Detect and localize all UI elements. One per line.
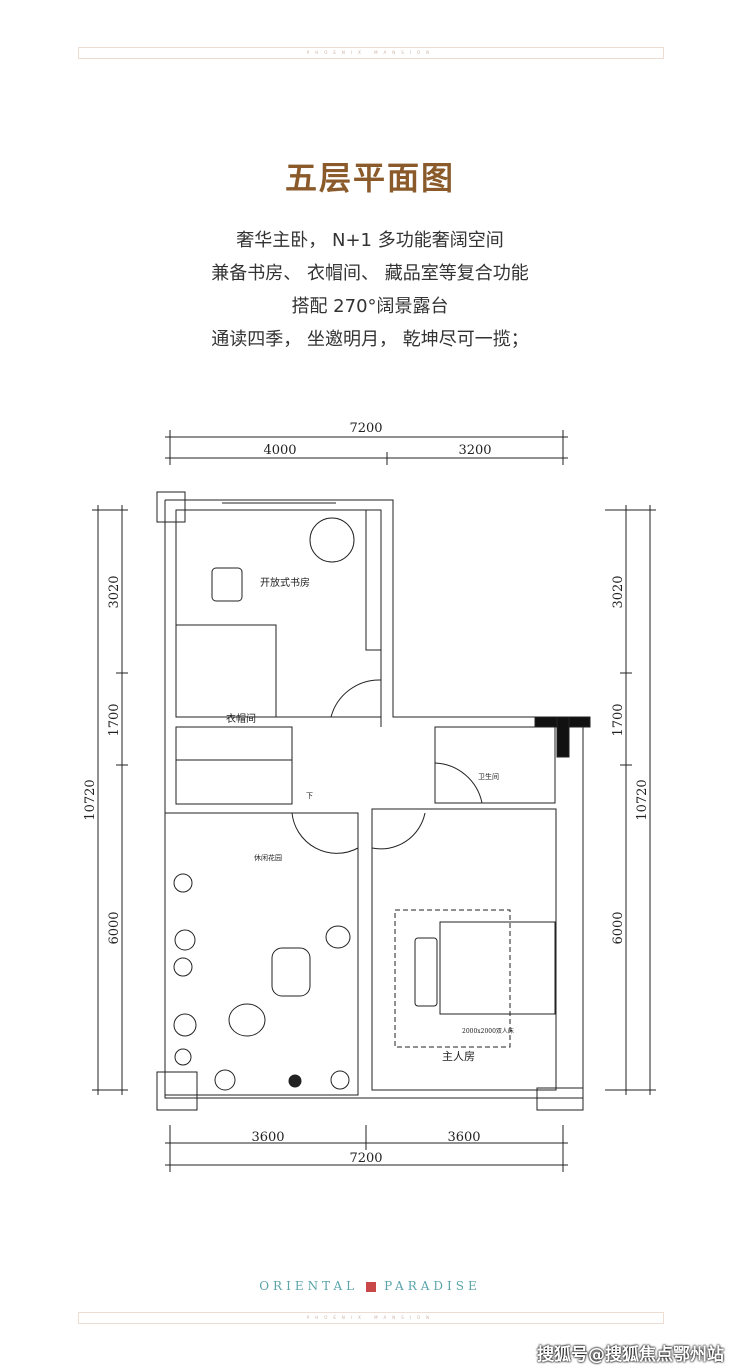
footer-decor-bar: PHOENIX MANSION bbox=[78, 1312, 664, 1324]
dim-label: 7200 bbox=[349, 421, 382, 436]
dim-label: 6000 bbox=[611, 911, 626, 944]
header-bar-text: PHOENIX MANSION bbox=[306, 50, 436, 55]
dim-label: 3600 bbox=[251, 1130, 284, 1145]
watermark: 搜狐号@搜狐焦点鄂州站 bbox=[537, 1345, 724, 1365]
description-line: 通读四季， 坐邀明月， 乾坤尽可一揽； bbox=[211, 329, 529, 350]
description-line: 兼备书房、 衣帽间、 藏品室等复合功能 bbox=[211, 263, 529, 284]
description-line: 奢华主卧， N+1 多功能奢阔空间 bbox=[236, 230, 504, 251]
bed-label: 2000x2000双人床 bbox=[462, 1027, 514, 1035]
dim-label: 6000 bbox=[107, 911, 122, 944]
dim-label: 1700 bbox=[611, 703, 626, 736]
dim-label: 7200 bbox=[349, 1151, 382, 1166]
room-label-study: 开放式书房 bbox=[260, 576, 310, 589]
dim-label: 10720 bbox=[635, 779, 650, 820]
page-title: 五层平面图 bbox=[284, 159, 455, 197]
room-label-bathroom: 卫生间 bbox=[478, 772, 499, 781]
dimension-right: 3020 1700 6000 10720 bbox=[605, 505, 656, 1095]
dim-label: 3600 bbox=[447, 1130, 480, 1145]
dimension-left: 3020 1700 6000 10720 bbox=[83, 505, 128, 1095]
room-label-garden: 休闲花园 bbox=[254, 853, 282, 862]
dim-label: 3200 bbox=[458, 443, 491, 458]
stairs-label: 下 bbox=[306, 792, 313, 800]
room-label-master: 主人房 bbox=[442, 1050, 475, 1063]
dimension-bottom: 3600 3600 7200 bbox=[165, 1125, 568, 1172]
dim-label: 1700 bbox=[107, 703, 122, 736]
plants bbox=[173, 873, 350, 1091]
dim-label: 3020 bbox=[107, 575, 122, 608]
room-label-closet: 衣帽间 bbox=[226, 712, 256, 725]
header-decor-bar: PHOENIX MANSION bbox=[78, 47, 664, 59]
footer-bar-text: PHOENIX MANSION bbox=[306, 1315, 436, 1320]
brand-right: PARADISE bbox=[384, 1279, 481, 1293]
description-line: 搭配 270°阔景露台 bbox=[291, 296, 449, 317]
dim-label: 10720 bbox=[83, 779, 98, 820]
brand-logo: ORIENTAL PARADISE bbox=[0, 1279, 740, 1293]
walls bbox=[156, 491, 591, 1111]
seal-icon bbox=[366, 1281, 377, 1292]
dim-label: 3020 bbox=[611, 575, 626, 608]
brand-left: ORIENTAL bbox=[259, 1279, 359, 1293]
dim-label: 4000 bbox=[263, 443, 296, 458]
dimension-top: 7200 4000 3200 bbox=[165, 421, 568, 465]
